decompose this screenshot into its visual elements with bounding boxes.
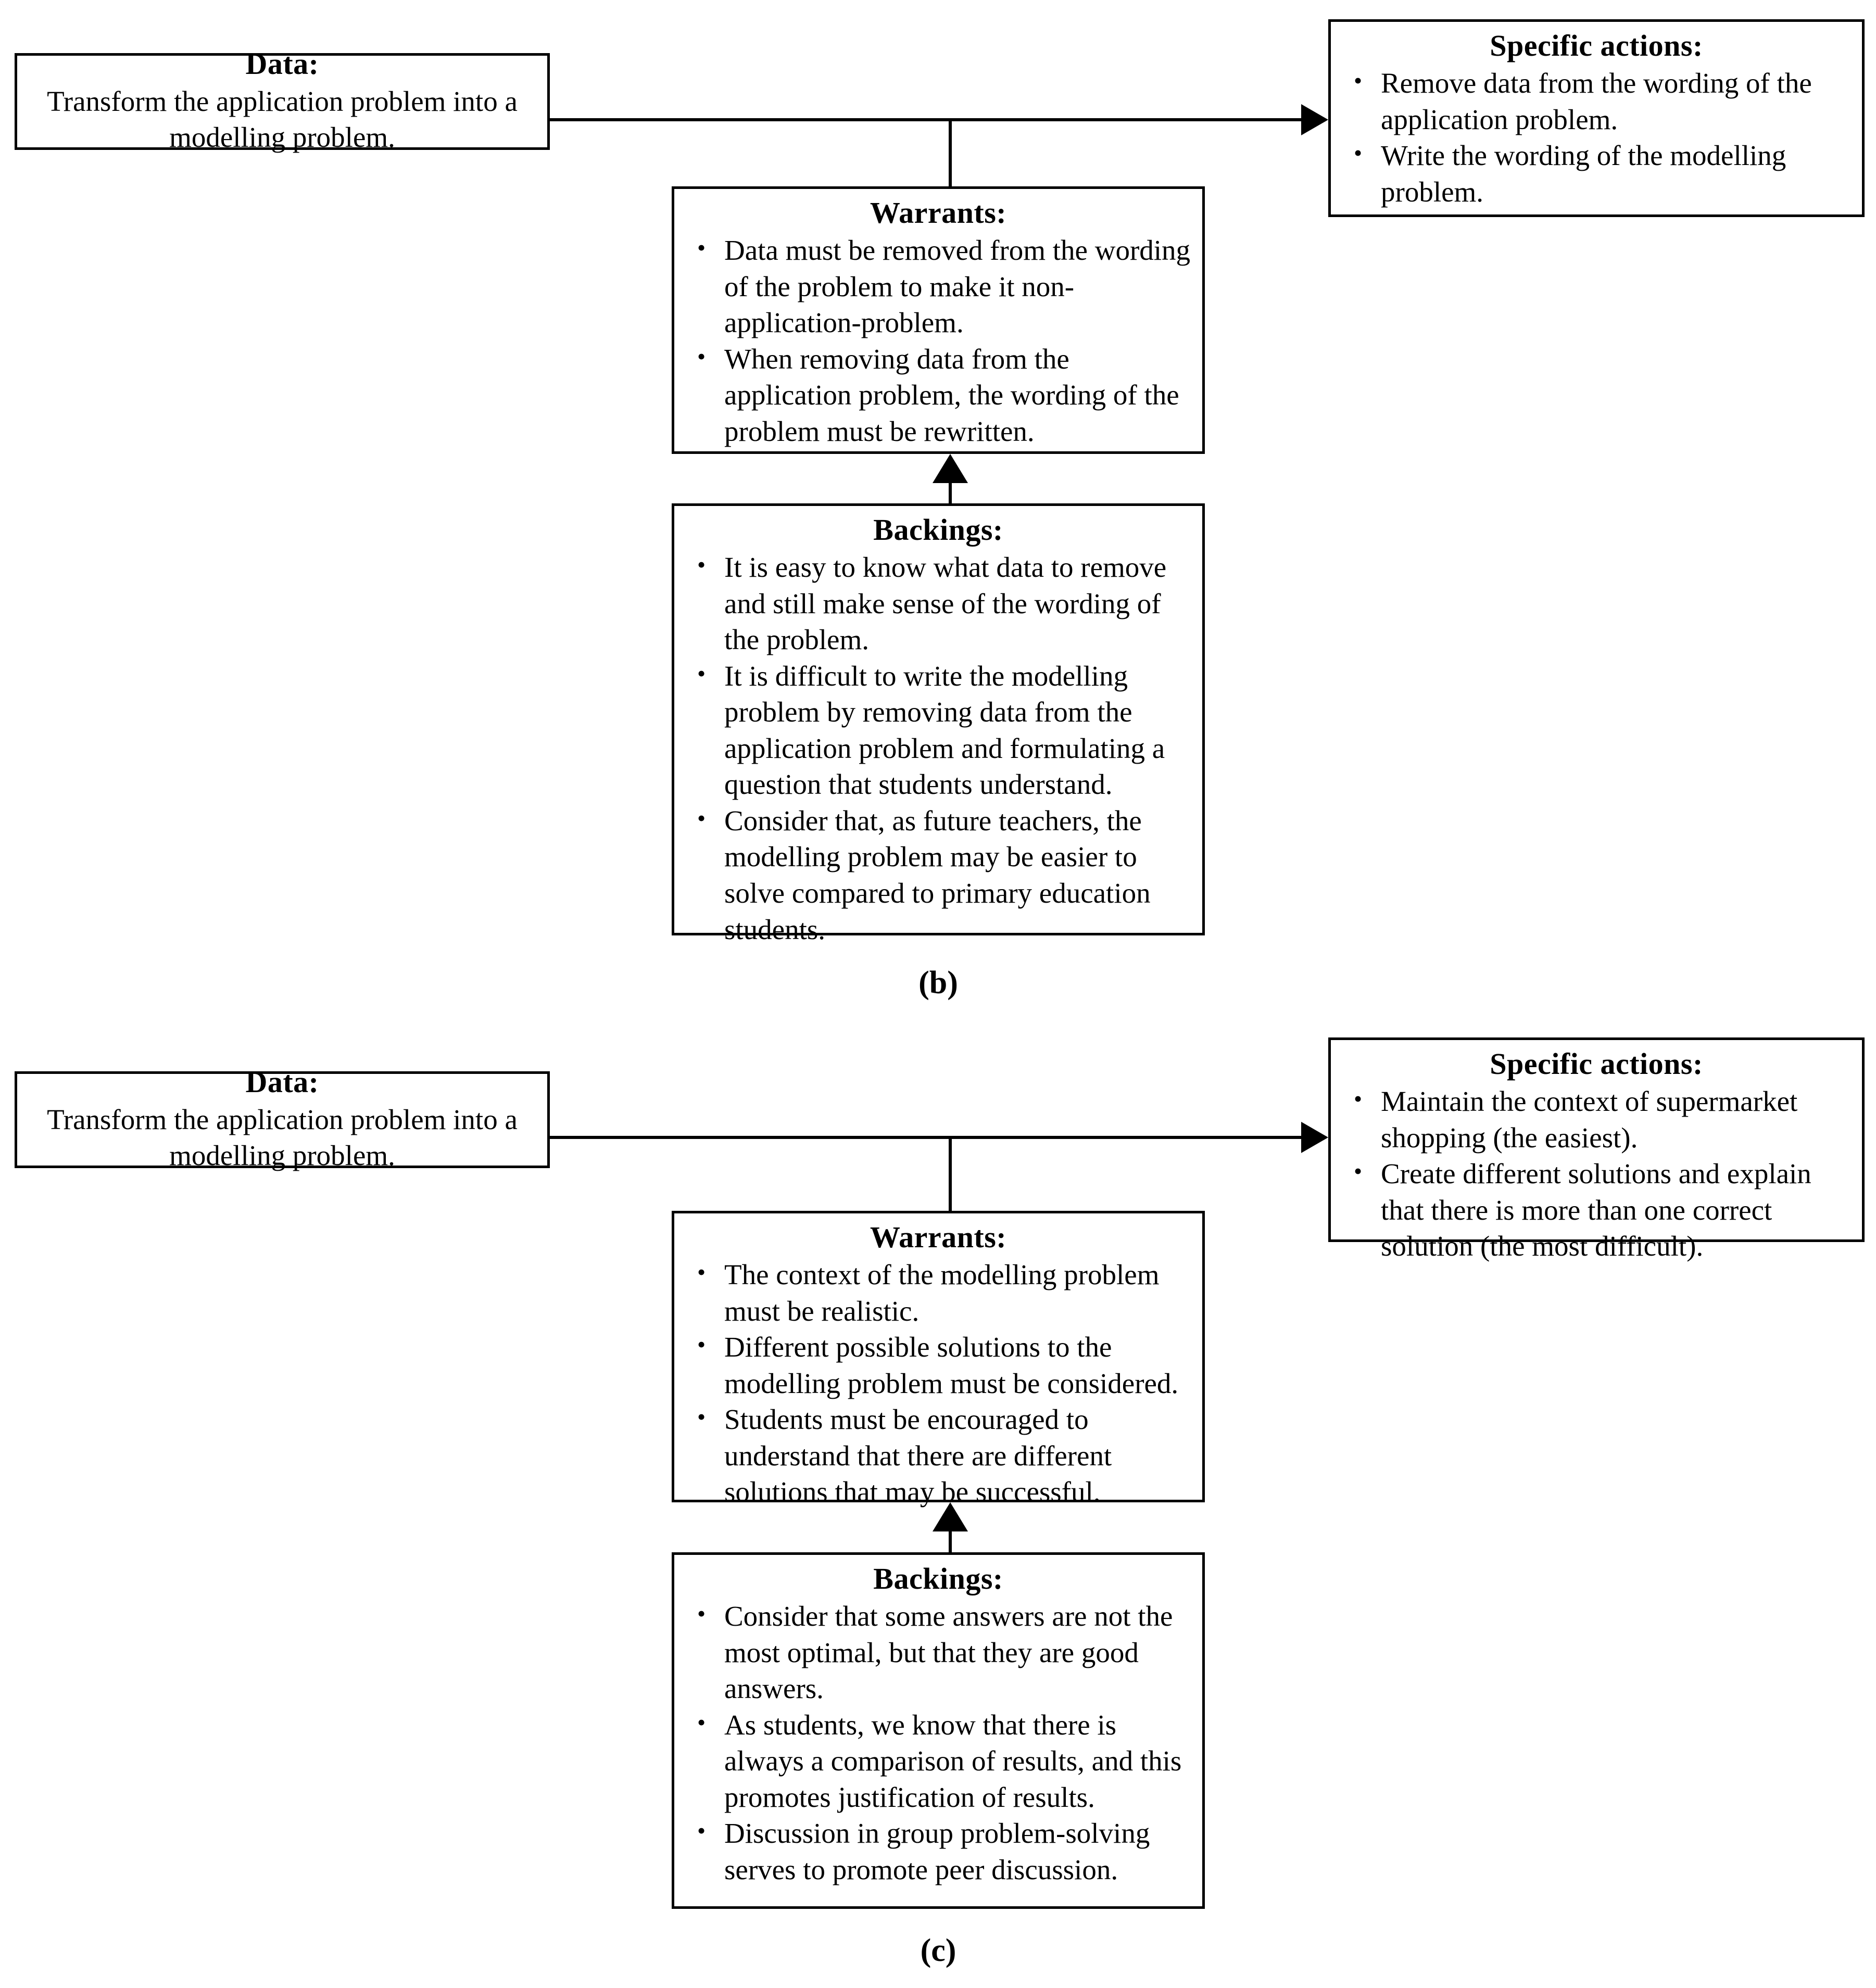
panel-c-data-box: Data: Transform the application problem … — [15, 1065, 550, 1171]
list-item: Students must be encouraged to understan… — [697, 1400, 1191, 1510]
panel-c-data-to-actions-arrowhead — [1301, 1122, 1328, 1153]
panel-c-warrants-box: Warrants: The context of the modelling p… — [672, 1211, 1205, 1508]
list-item: Remove data from the wording of the appl… — [1354, 64, 1850, 137]
panel-b-backings-to-warrants-shaft — [949, 471, 952, 503]
panel-c-branch-down-to-warrants — [949, 1136, 952, 1211]
panel-c-backings-title: Backings: — [873, 1562, 1003, 1596]
panel-c-specific-actions-list: Maintain the context of supermarket shop… — [1342, 1082, 1850, 1264]
panel-b-warrants-list: Data must be removed from the wording of… — [686, 231, 1191, 450]
panel-b-specific-actions-title: Specific actions: — [1490, 29, 1703, 62]
panel-b-warrants-title: Warrants: — [870, 196, 1007, 230]
list-item: When removing data from the application … — [697, 340, 1191, 450]
panel-b-data-text: Transform the application problem into a… — [47, 85, 518, 154]
list-item: As students, we know that there is alway… — [697, 1706, 1191, 1816]
panel-c-specific-actions-title: Specific actions: — [1490, 1047, 1703, 1081]
list-item: Create different solutions and explain t… — [1354, 1155, 1850, 1264]
panel-b-backings-box: Backings: It is easy to know what data t… — [672, 503, 1205, 945]
panel-c-data-title: Data: — [245, 1065, 319, 1099]
list-item: Data must be removed from the wording of… — [697, 231, 1191, 341]
panel-b-warrants-box: Warrants: Data must be removed from the … — [672, 186, 1205, 454]
list-item: It is difficult to write the modelling p… — [697, 657, 1191, 803]
panel-b-backings-list: It is easy to know what data to remove a… — [686, 548, 1191, 947]
panel-b-data-title: Data: — [245, 47, 319, 81]
panel-c-warrants-title: Warrants: — [870, 1220, 1007, 1254]
list-item: Maintain the context of supermarket shop… — [1354, 1082, 1850, 1156]
panel-c-backings-to-warrants-arrowhead — [933, 1502, 968, 1531]
list-item: Write the wording of the modelling probl… — [1354, 136, 1850, 210]
panel-b-data-to-actions-arrowhead — [1301, 104, 1328, 135]
panel-b-backings-title: Backings: — [873, 513, 1003, 547]
panel-c-warrants-list: The context of the modelling problem mus… — [686, 1256, 1191, 1510]
panel-b-data-box: Data: Transform the application problem … — [15, 47, 550, 153]
panel-c-backings-to-warrants-shaft — [949, 1520, 952, 1552]
list-item: It is easy to know what data to remove a… — [697, 548, 1191, 658]
panel-c-backings-box: Backings: Consider that some answers are… — [672, 1552, 1205, 1909]
panel-c-data-text: Transform the application problem into a… — [47, 1104, 518, 1172]
list-item: Consider that some answers are not the m… — [697, 1597, 1191, 1707]
panel-c-data-to-actions-line — [550, 1136, 1301, 1139]
panel-c-specific-actions-box: Specific actions: Maintain the context o… — [1328, 1037, 1865, 1262]
panel-c-backings-list: Consider that some answers are not the m… — [686, 1597, 1191, 1888]
panel-b-specific-actions-box: Specific actions: Remove data from the w… — [1328, 19, 1865, 217]
panel-label-b: (b) — [918, 965, 958, 1001]
panel-b-backings-to-warrants-arrowhead — [933, 454, 968, 483]
panel-b-specific-actions-list: Remove data from the wording of the appl… — [1342, 64, 1850, 210]
panel-b-data-to-actions-line — [550, 118, 1301, 121]
list-item: The context of the modelling problem mus… — [697, 1256, 1191, 1329]
list-item: Different possible solutions to the mode… — [697, 1328, 1191, 1401]
panel-b-branch-down-to-warrants — [949, 118, 952, 188]
list-item: Discussion in group problem-solving serv… — [697, 1814, 1191, 1888]
panel-label-c: (c) — [920, 1933, 956, 1968]
list-item: Consider that, as future teachers, the m… — [697, 802, 1191, 947]
